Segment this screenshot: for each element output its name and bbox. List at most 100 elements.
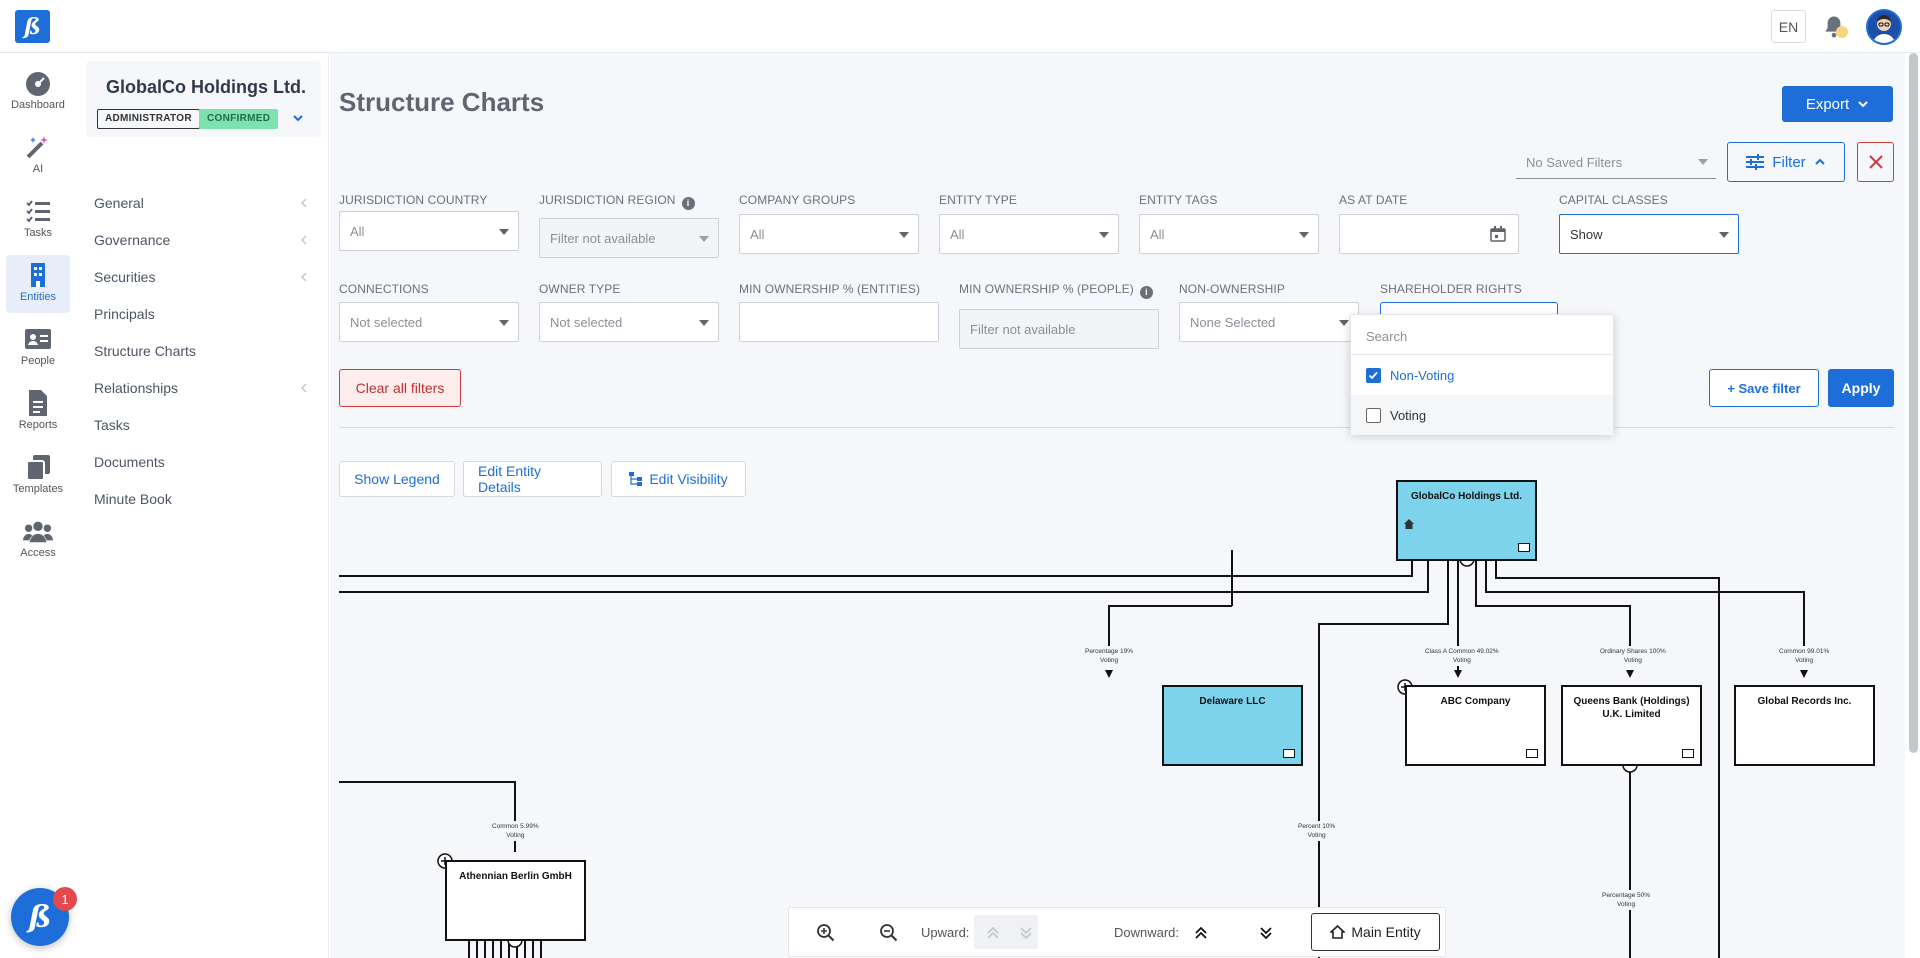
nav-item-structure-charts[interactable]: Structure Charts	[94, 336, 309, 366]
node-info-icon[interactable]	[1526, 749, 1538, 758]
top-bar: ß EN	[0, 0, 1920, 53]
select-value: Show	[1570, 226, 1603, 242]
select-value: All	[350, 223, 365, 239]
double-chevron-down-icon	[1020, 927, 1032, 940]
zoom-in-button[interactable]	[813, 920, 839, 946]
rail-item-dashboard[interactable]: Dashboard	[6, 63, 70, 121]
chart-node-global-records[interactable]: Global Records Inc.	[1734, 685, 1875, 766]
edge-label-line: Voting	[1616, 901, 1636, 908]
close-filter-button[interactable]	[1857, 142, 1894, 182]
calendar-icon[interactable]	[1490, 226, 1506, 242]
info-icon[interactable]: i	[681, 196, 695, 210]
search-placeholder: Search	[1366, 329, 1408, 344]
rail-item-people[interactable]: People	[6, 319, 70, 377]
nav-item-governance[interactable]: Governance	[94, 225, 309, 255]
edge-label-line: Voting	[506, 832, 525, 839]
apply-button[interactable]: Apply	[1828, 369, 1894, 407]
filter-label-entity-type: ENTITY TYPE	[939, 193, 1018, 207]
export-button[interactable]: Export	[1782, 86, 1893, 122]
rail-item-access[interactable]: Access	[6, 511, 70, 569]
saved-filters-select[interactable]: No Saved Filters	[1516, 141, 1716, 179]
chart-node-globalco[interactable]: GlobalCo Holdings Ltd.	[1396, 480, 1537, 561]
page-scrollbar[interactable]	[1906, 53, 1920, 958]
nav-label: Minute Book	[94, 491, 172, 507]
edge-label-line: Percent 10%	[1298, 823, 1336, 830]
entity-type-select[interactable]: All	[939, 214, 1119, 254]
nav-item-minute-book[interactable]: Minute Book	[94, 484, 309, 514]
entity-name: GlobalCo Holdings Ltd.	[106, 77, 306, 97]
capital-classes-select[interactable]: Show	[1559, 214, 1739, 254]
nav-item-securities[interactable]: Securities	[94, 262, 309, 292]
node-info-icon[interactable]	[1518, 543, 1530, 552]
rail-item-tasks[interactable]: Tasks	[6, 191, 70, 249]
chart-node-abc[interactable]: ABC Company	[1405, 685, 1546, 766]
rail-label: Reports	[18, 419, 58, 431]
caret-down-icon	[1099, 232, 1109, 238]
select-value: Not selected	[550, 314, 623, 330]
app-logo[interactable]: ß	[15, 10, 50, 43]
select-value: Filter not available	[550, 230, 656, 246]
rail-item-entities[interactable]: Entities	[6, 255, 70, 313]
role-badge: ADMINISTRATOR	[97, 109, 200, 129]
option-label: Voting	[1390, 407, 1427, 423]
edge-label-line: Percentage 50%	[1602, 892, 1651, 899]
edge-label: Percentage 19%Voting	[1081, 646, 1138, 666]
checkbox-checked[interactable]	[1366, 367, 1381, 383]
edit-entity-details-button[interactable]: Edit Entity Details	[463, 461, 602, 497]
node-info-icon[interactable]	[1283, 749, 1295, 758]
edge-label: Common 5.99%Voting	[488, 821, 543, 841]
dropdown-option-non-voting[interactable]: Non-Voting	[1351, 355, 1613, 395]
language-button[interactable]: EN	[1771, 10, 1806, 43]
info-icon[interactable]: i	[1139, 285, 1153, 299]
entity-tags-select[interactable]: All	[1139, 214, 1319, 254]
rail-item-reports[interactable]: Reports	[6, 383, 70, 441]
non-ownership-select[interactable]: None Selected	[1179, 302, 1359, 342]
label-text: MIN OWNERSHIP % (PEOPLE)	[959, 282, 1134, 296]
nav-item-documents[interactable]: Documents	[94, 447, 309, 477]
chevron-up-icon	[1814, 158, 1825, 165]
collapse-down-button[interactable]	[1253, 920, 1279, 946]
rail-label: Entities	[19, 291, 57, 303]
avatar[interactable]	[1866, 9, 1902, 45]
nav-item-principals[interactable]: Principals	[94, 299, 309, 329]
as-at-date-input[interactable]	[1339, 214, 1519, 254]
min-ownership-entities-input[interactable]	[739, 302, 939, 342]
filter-label-owner-type: OWNER TYPE	[539, 282, 621, 296]
chart-node-queens[interactable]: Queens Bank (Holdings) U.K. Limited	[1561, 685, 1702, 766]
checkbox-unchecked[interactable]	[1366, 407, 1381, 423]
chart-node-delaware[interactable]: Delaware LLC	[1162, 685, 1303, 766]
clear-all-filters-button[interactable]: Clear all filters	[339, 369, 461, 407]
select-value: None Selected	[1190, 314, 1276, 330]
caret-down-icon	[899, 232, 909, 238]
owner-type-select[interactable]: Not selected	[539, 302, 719, 342]
caret-down-icon	[699, 236, 709, 242]
nav-item-tasks[interactable]: Tasks	[94, 410, 309, 440]
filter-toggle-button[interactable]: Filter	[1727, 142, 1845, 182]
rail-item-templates[interactable]: Templates	[6, 447, 70, 505]
jurisdiction-country-select[interactable]: All	[339, 211, 519, 251]
rail-item-ai[interactable]: AI	[6, 127, 70, 185]
nav-item-general[interactable]: General	[94, 188, 309, 218]
filter-label-min-ownership-entities: MIN OWNERSHIP % (ENTITIES)	[739, 282, 921, 296]
chart-node-athennian[interactable]: Athennian Berlin GmbH	[445, 860, 586, 941]
filter-label-company-groups: COMPANY GROUPS	[739, 193, 856, 207]
nav-label: Structure Charts	[94, 343, 196, 359]
company-groups-select[interactable]: All	[739, 214, 919, 254]
dropdown-search-input[interactable]: Search	[1351, 315, 1613, 355]
chevron-down-icon[interactable]	[290, 110, 306, 126]
node-info-icon[interactable]	[1682, 749, 1694, 758]
main-entity-button[interactable]: Main Entity	[1311, 913, 1440, 951]
zoom-out-button[interactable]	[876, 920, 902, 946]
nav-label: Securities	[94, 269, 156, 285]
connections-select[interactable]: Not selected	[339, 302, 519, 342]
expand-down-button[interactable]	[1188, 920, 1214, 946]
nav-item-relationships[interactable]: Relationships	[94, 373, 309, 403]
save-filter-button[interactable]: + Save filter	[1709, 369, 1819, 407]
edit-visibility-button[interactable]: Edit Visibility	[611, 461, 746, 497]
scrollbar-thumb[interactable]	[1909, 53, 1918, 753]
input-value: Filter not available	[970, 321, 1076, 337]
dropdown-option-voting[interactable]: Voting	[1351, 395, 1613, 435]
rail-label: AI	[32, 163, 44, 175]
show-legend-button[interactable]: Show Legend	[339, 461, 455, 497]
